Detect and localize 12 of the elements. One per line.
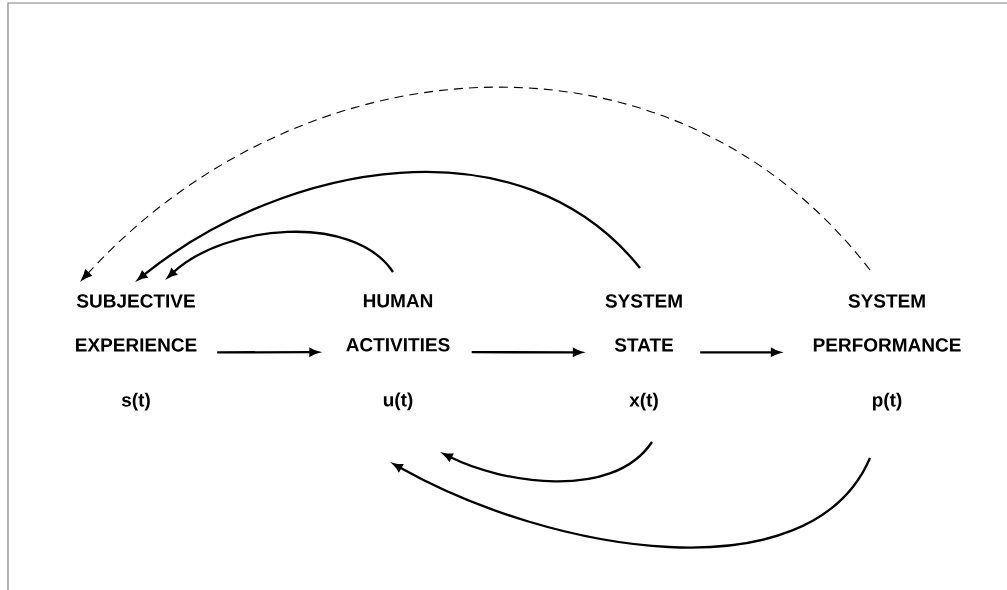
arrow <box>392 457 871 549</box>
arrow <box>217 348 319 357</box>
node-label: SUBJECTIVE EXPERIENCE s(t) <box>76 294 197 411</box>
arrow <box>80 86 871 281</box>
node-label: SYSTEM STATE x(t) <box>605 294 682 411</box>
arrow <box>167 230 394 279</box>
arrow <box>700 348 781 357</box>
arrow <box>137 171 641 281</box>
arrow <box>471 348 583 357</box>
node-label: SYSTEM PERFORMANCE p(t) <box>813 294 961 411</box>
arrow <box>443 441 653 483</box>
node-label: HUMAN ACTIVITIES u(t) <box>346 294 450 411</box>
